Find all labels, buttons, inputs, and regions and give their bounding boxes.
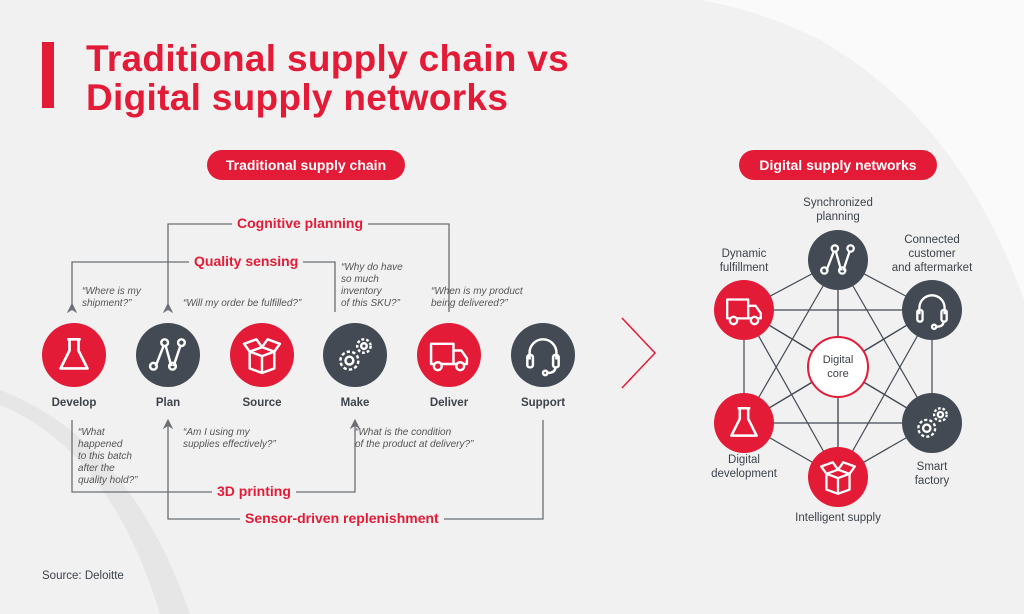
flow-cognitive-planning: Cognitive planning <box>232 215 368 231</box>
network-node <box>902 393 962 453</box>
network-node-label: Connected customer and aftermarket <box>891 234 973 274</box>
network-node-label: Dynamic fulfillment <box>719 248 769 274</box>
quote-condition: “What is the condition of the product at… <box>355 427 474 450</box>
digital-heading: Digital supply networks <box>739 150 937 180</box>
traditional-heading: Traditional supply chain <box>207 150 405 180</box>
stage-label: Support <box>520 397 566 409</box>
quote-order: “Will my order be fulfilled?” <box>183 298 302 309</box>
network-link <box>743 309 839 478</box>
stage-support <box>511 323 575 387</box>
stage-label: Source <box>242 397 282 409</box>
stage-label: Deliver <box>429 397 469 409</box>
flow-3d-printing: 3D printing <box>212 483 296 499</box>
network-node <box>714 280 774 340</box>
quote-batch: “What happened to this batch after the q… <box>78 427 138 486</box>
network-link <box>837 309 933 478</box>
quote-delivery: “When is my product being delivered?” <box>431 286 523 309</box>
stage-develop <box>42 323 106 387</box>
stage-make <box>323 323 387 387</box>
title-accent-bar <box>42 42 54 108</box>
network-node <box>902 280 962 340</box>
network-node-label: Smart factory <box>914 461 950 487</box>
network-node <box>808 230 868 290</box>
chevron-right-icon <box>621 317 657 389</box>
stage-deliver <box>417 323 481 387</box>
stage-label: Make <box>340 397 370 409</box>
network-link <box>743 259 839 424</box>
network-node-label: Synchronized planning <box>803 197 873 223</box>
source-note: Source: Deloitte <box>42 570 124 582</box>
stage-source <box>230 323 294 387</box>
network-link <box>837 259 933 424</box>
digital-core-label: Digital core <box>822 354 854 380</box>
quote-shipment: “Where is my shipment?” <box>82 286 141 309</box>
page-title-line2: Digital supply networks <box>86 77 509 118</box>
network-node <box>714 393 774 453</box>
network-node-label: Digital development <box>711 454 777 480</box>
flow-quality-sensing: Quality sensing <box>189 253 304 269</box>
stage-plan <box>136 323 200 387</box>
stage-label: Plan <box>155 397 181 409</box>
network-node-label: Intelligent supply <box>795 512 881 524</box>
network-node <box>808 447 868 507</box>
stage-label: Develop <box>51 397 97 409</box>
flow-sensor-replenishment: Sensor-driven replenishment <box>240 510 444 526</box>
page-title-line1: Traditional supply chain vs <box>86 38 570 79</box>
digital-core-circle <box>807 336 869 398</box>
quote-inventory: “Why do have so much inventory of this S… <box>341 262 403 309</box>
quote-supplies: “Am I using my supplies effectively?” <box>183 427 276 450</box>
